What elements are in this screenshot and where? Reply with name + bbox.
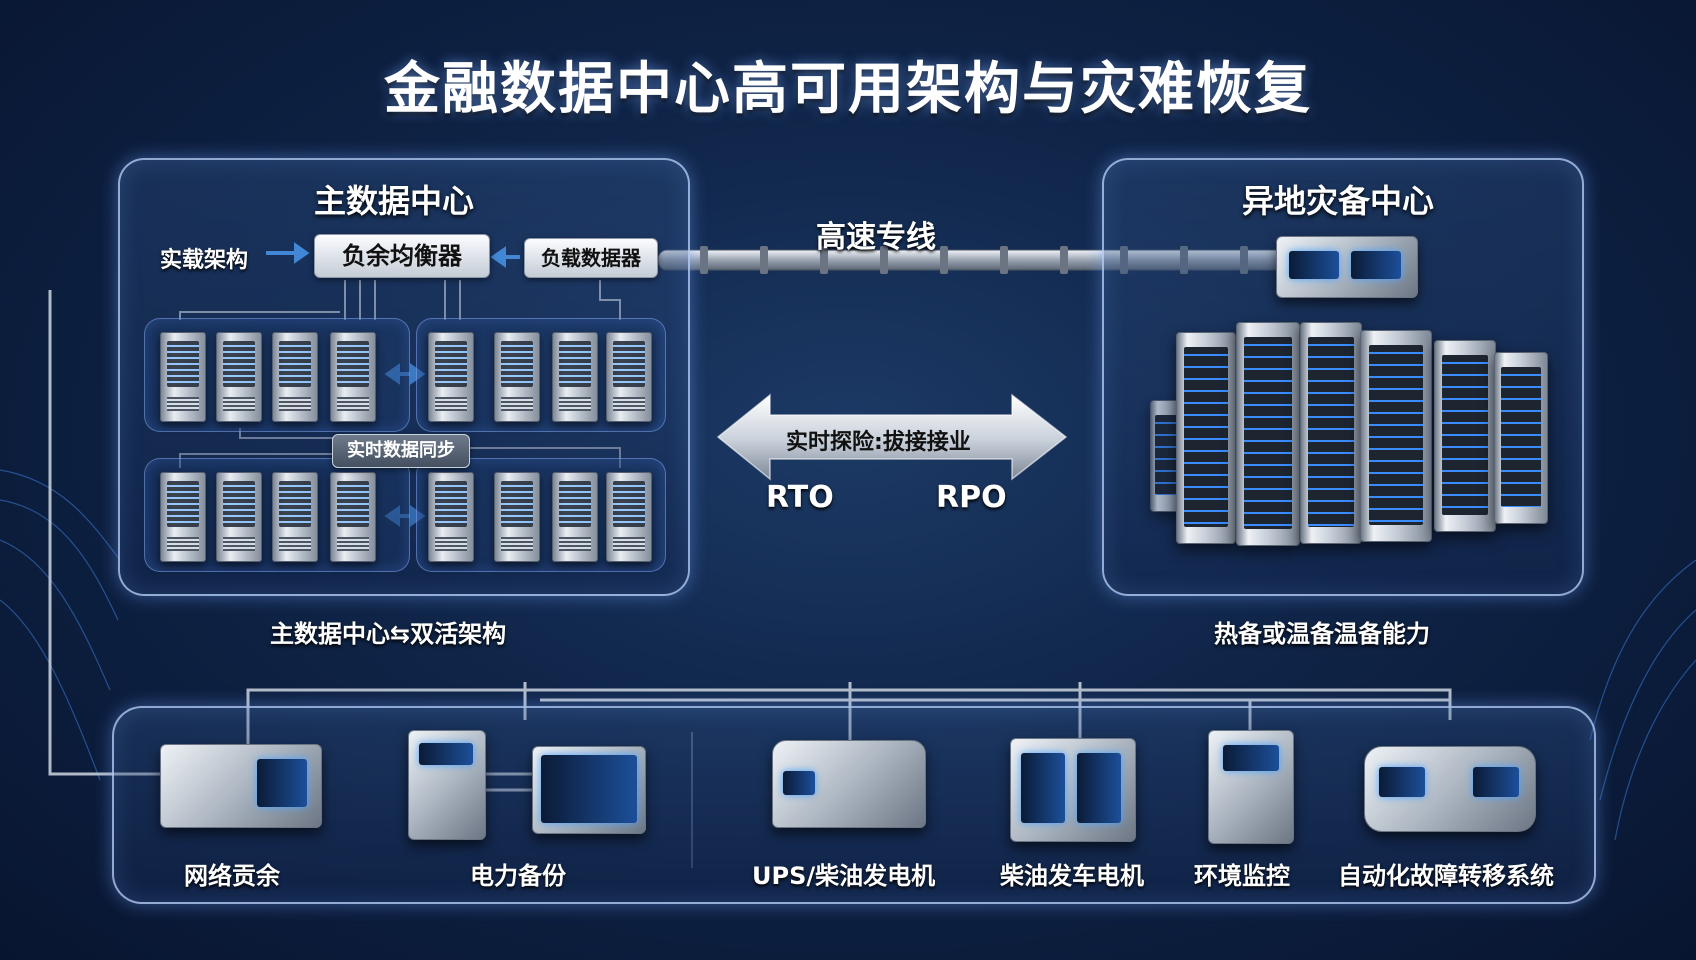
network-redundancy-label: 网络贡余 — [184, 862, 280, 890]
primary-center-title: 主数据中心 — [314, 182, 475, 220]
network-redundancy-device — [160, 744, 322, 828]
load-data-box: 负载数据器 — [524, 238, 658, 278]
automated-failover-label: 自动化故障转移系统 — [1338, 862, 1554, 890]
decor-lines-right — [1589, 559, 1696, 841]
server — [494, 472, 540, 562]
workload-architecture-label: 实载架构 — [160, 248, 249, 273]
backup-rack — [1360, 330, 1432, 542]
backup-center-title: 异地灾备中心 — [1242, 182, 1435, 220]
rpo-label: RPO — [936, 480, 1007, 515]
diesel-generator-unit — [1010, 738, 1136, 842]
primary-center-caption: 主数据中心⇆双活架构 — [270, 620, 507, 648]
realtime-sync-box: 实时数据同步 — [332, 434, 470, 468]
environment-monitor-cabinet — [1208, 730, 1294, 844]
page-title: 金融数据中心高可用架构与灾难恢复 — [384, 57, 1312, 122]
automated-failover-system — [1364, 746, 1536, 832]
power-monitor-screen — [532, 746, 646, 834]
environment-monitor-label: 环境监控 — [1194, 862, 1290, 890]
diesel-generator-label: 柴油发车电机 — [1000, 862, 1144, 890]
server — [160, 472, 206, 562]
decor-lines-left — [0, 469, 121, 781]
server — [494, 332, 540, 422]
backup-rack — [1434, 340, 1496, 532]
server — [216, 332, 262, 422]
server — [330, 332, 376, 422]
high-speed-line-label: 高速专线 — [816, 220, 936, 255]
load-balancer-box: 负余均衡器 — [314, 234, 490, 278]
backup-gateway-unit — [1276, 236, 1418, 298]
ups-generator-truck — [772, 740, 926, 828]
server — [552, 472, 598, 562]
backup-rack — [1494, 352, 1548, 524]
server — [428, 472, 474, 562]
ups-diesel-label: UPS/柴油发电机 — [752, 862, 936, 890]
server — [272, 332, 318, 422]
server — [330, 472, 376, 562]
backup-rack — [1150, 400, 1188, 512]
server — [552, 332, 598, 422]
server — [160, 332, 206, 422]
server — [272, 472, 318, 562]
server — [606, 472, 652, 562]
rto-label: RTO — [766, 480, 834, 515]
rto-rpo-double-arrow — [716, 393, 1068, 481]
server — [428, 332, 474, 422]
backup-rack — [1236, 322, 1300, 546]
backup-center-caption: 热备或温备温备能力 — [1214, 620, 1430, 648]
power-backup-label: 电力备份 — [470, 862, 566, 890]
switchover-arrow-text: 实时探险:拔接接业 — [786, 430, 971, 455]
power-backup-cabinet — [408, 730, 486, 840]
backup-rack — [1176, 332, 1236, 544]
server — [606, 332, 652, 422]
backup-rack — [1300, 322, 1362, 544]
server — [216, 472, 262, 562]
